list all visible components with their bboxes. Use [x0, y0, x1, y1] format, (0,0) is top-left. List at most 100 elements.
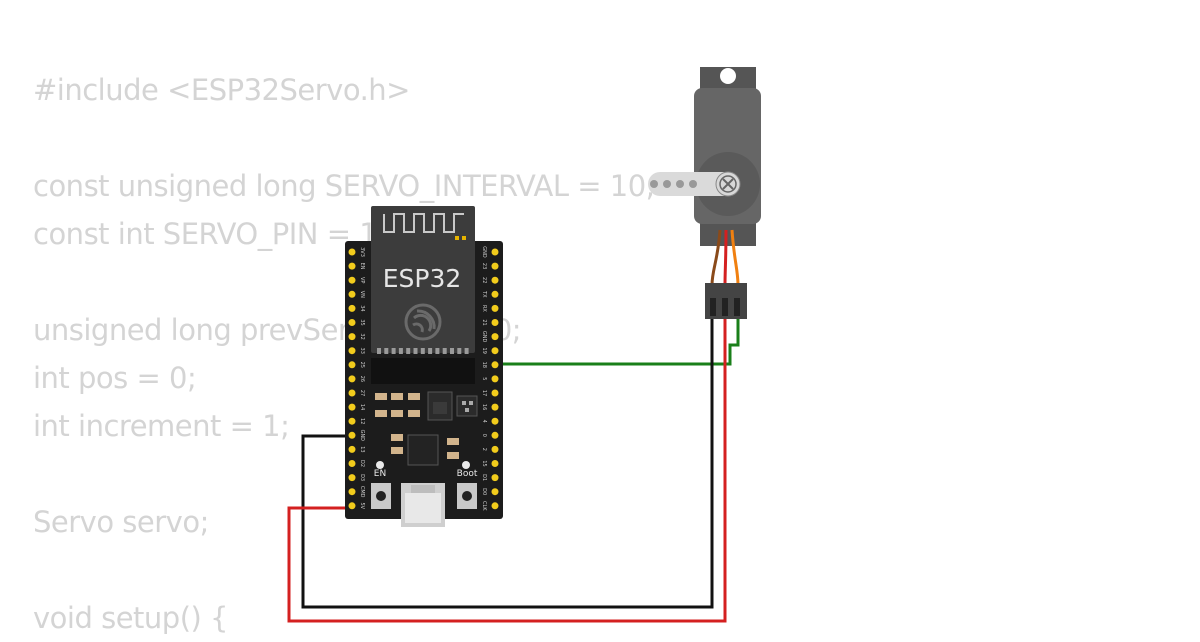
header-pin[interactable] [491, 445, 499, 453]
smd-components [375, 393, 459, 459]
espressif-logo-icon [404, 303, 442, 341]
pin-label: VP [359, 277, 365, 283]
status-led [462, 461, 470, 469]
header-pin[interactable] [348, 445, 356, 453]
pin-label: 15 [481, 460, 487, 466]
antenna-icon [383, 213, 464, 233]
header-pin[interactable] [491, 375, 499, 383]
code-line: int pos = 0; [33, 361, 197, 395]
code-line: #include <ESP32Servo.h> [33, 73, 410, 107]
power-led [376, 461, 384, 469]
usb-port[interactable] [401, 483, 445, 527]
pin-label: D0 [481, 488, 487, 495]
pin-label: 2 [481, 448, 487, 451]
header-pin[interactable] [491, 502, 499, 510]
header-pin[interactable] [348, 248, 356, 256]
header-pin[interactable] [348, 290, 356, 298]
pin-label: 26 [359, 376, 365, 382]
board-label: ESP32 [383, 264, 462, 293]
header-pin[interactable] [491, 248, 499, 256]
header-pin[interactable] [348, 389, 356, 397]
code-line: Servo servo; [33, 505, 209, 539]
header-pin[interactable] [348, 276, 356, 284]
wire-signal[interactable] [495, 316, 740, 366]
header-pin[interactable] [491, 417, 499, 425]
pin-label: 25 [359, 362, 365, 368]
module-pad [450, 348, 454, 354]
header-pin[interactable] [348, 488, 356, 496]
pin-label: CMD [359, 486, 365, 498]
esp32-board[interactable]: ESP32 EN Boot [345, 206, 503, 527]
pin-label: GND [481, 331, 487, 343]
pin-label: 5V [359, 502, 365, 509]
header-pin[interactable] [348, 319, 356, 326]
module-pad [464, 348, 469, 354]
header-pin[interactable] [491, 333, 499, 341]
header-pin[interactable] [348, 361, 356, 369]
module-pad [428, 348, 433, 354]
pin-label: 34 [359, 305, 365, 311]
header-pin[interactable] [348, 431, 356, 439]
pin-label: 22 [481, 277, 487, 283]
header-pin[interactable] [491, 276, 499, 284]
header-pin[interactable] [491, 262, 499, 270]
pin-label: 16 [481, 404, 487, 410]
servo-horn [648, 171, 741, 197]
header-pin[interactable] [348, 375, 356, 383]
header-pin[interactable] [491, 389, 499, 397]
wire-ground[interactable] [301, 316, 714, 609]
left-pin-header: 3V3ENVPVN343532332526271412GND13D2D3CMD5… [348, 247, 365, 510]
pin-label: 3V3 [359, 247, 365, 257]
header-pin[interactable] [348, 502, 356, 510]
transistor [456, 395, 478, 417]
pin-label: 13 [359, 446, 365, 452]
boot-button[interactable] [457, 483, 477, 509]
pin-label: GND [359, 430, 365, 442]
module-pad [377, 348, 381, 354]
pin-label: 27 [359, 390, 365, 396]
header-pin[interactable] [491, 304, 499, 312]
header-pin[interactable] [491, 488, 499, 496]
header-pin[interactable] [491, 474, 499, 482]
pin-label: 5 [481, 377, 487, 380]
servo-leads [710, 229, 740, 286]
header-pin[interactable] [491, 290, 499, 298]
header-pin[interactable] [348, 403, 356, 411]
header-pin[interactable] [348, 262, 356, 270]
code-line: int increment = 1; [33, 409, 290, 443]
pin-label: 18 [481, 362, 487, 368]
pin-label: 0 [481, 434, 487, 437]
pin-label: 35 [359, 319, 365, 325]
en-label: EN [374, 469, 386, 479]
header-pin[interactable] [491, 403, 499, 411]
header-pin[interactable] [348, 333, 356, 341]
code-line: const unsigned long SERVO_INTERVAL = 10; [33, 169, 655, 203]
usb-uart-chip [407, 434, 439, 466]
header-pin[interactable] [491, 319, 499, 326]
header-pin[interactable] [348, 304, 356, 312]
pin-label: 4 [481, 420, 487, 423]
header-pin[interactable] [348, 417, 356, 425]
boot-label: Boot [457, 469, 478, 479]
module-pad [413, 348, 418, 354]
pin-label: D1 [481, 474, 487, 481]
en-button[interactable] [371, 483, 391, 509]
pin-label: 33 [359, 348, 365, 354]
header-pin[interactable] [348, 474, 356, 482]
wire-power[interactable] [287, 316, 727, 623]
pin-label: 32 [359, 333, 365, 339]
header-pin[interactable] [348, 460, 356, 467]
module-pad [384, 348, 389, 354]
pin-label: 17 [481, 390, 487, 396]
servo-motor[interactable] [648, 67, 761, 319]
wires [287, 316, 740, 623]
header-pin[interactable] [491, 361, 499, 369]
servo-mount-hole [720, 68, 736, 84]
header-pin[interactable] [491, 347, 499, 355]
pin-label: EN [359, 263, 365, 270]
header-pin[interactable] [491, 460, 499, 467]
header-pin[interactable] [491, 431, 499, 439]
header-pin[interactable] [348, 347, 356, 355]
